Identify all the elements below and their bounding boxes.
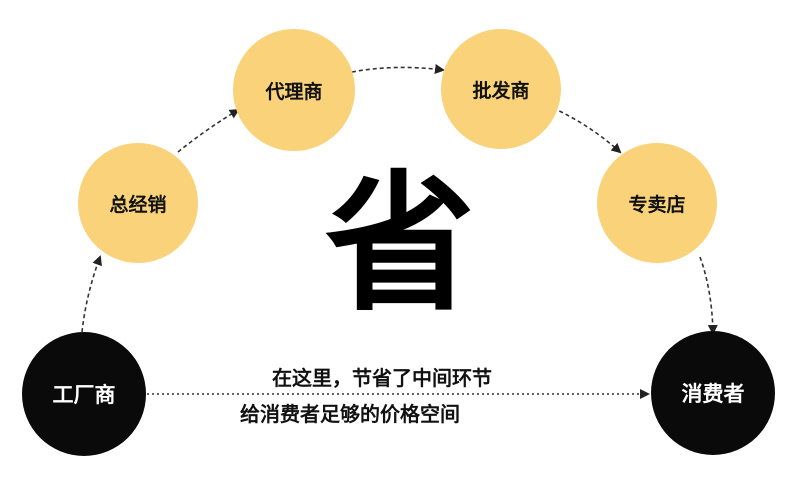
- node-agent: 代理商: [233, 29, 355, 151]
- node-agent-label: 代理商: [265, 80, 323, 103]
- node-distributor-label: 总经销: [109, 193, 167, 216]
- node-store: 专卖店: [597, 143, 717, 263]
- caption-line-2: 给消费者足够的价格空间: [240, 402, 460, 426]
- node-wholesaler-label: 批发商: [472, 79, 530, 102]
- node-store-label: 专卖店: [628, 193, 686, 216]
- arrow-agent-to-wholesaler: [351, 64, 445, 74]
- arrow-factory-to-distributor: [81, 255, 102, 333]
- node-wholesaler: 批发商: [441, 29, 561, 149]
- center-character: 省: [324, 158, 475, 332]
- arrow-distributor-to-agent: [177, 108, 240, 153]
- node-consumer-label: 消费者: [681, 382, 745, 406]
- node-factory: 工厂商: [22, 332, 146, 456]
- node-distributor: 总经销: [78, 143, 198, 263]
- caption-line-1: 在这里，节省了中间环节: [272, 366, 492, 390]
- node-consumer: 消费者: [651, 331, 775, 455]
- arrow-store-to-consumer: [699, 256, 718, 335]
- arrow-wholesaler-to-store: [552, 107, 622, 154]
- node-factory-label: 工厂商: [52, 383, 116, 407]
